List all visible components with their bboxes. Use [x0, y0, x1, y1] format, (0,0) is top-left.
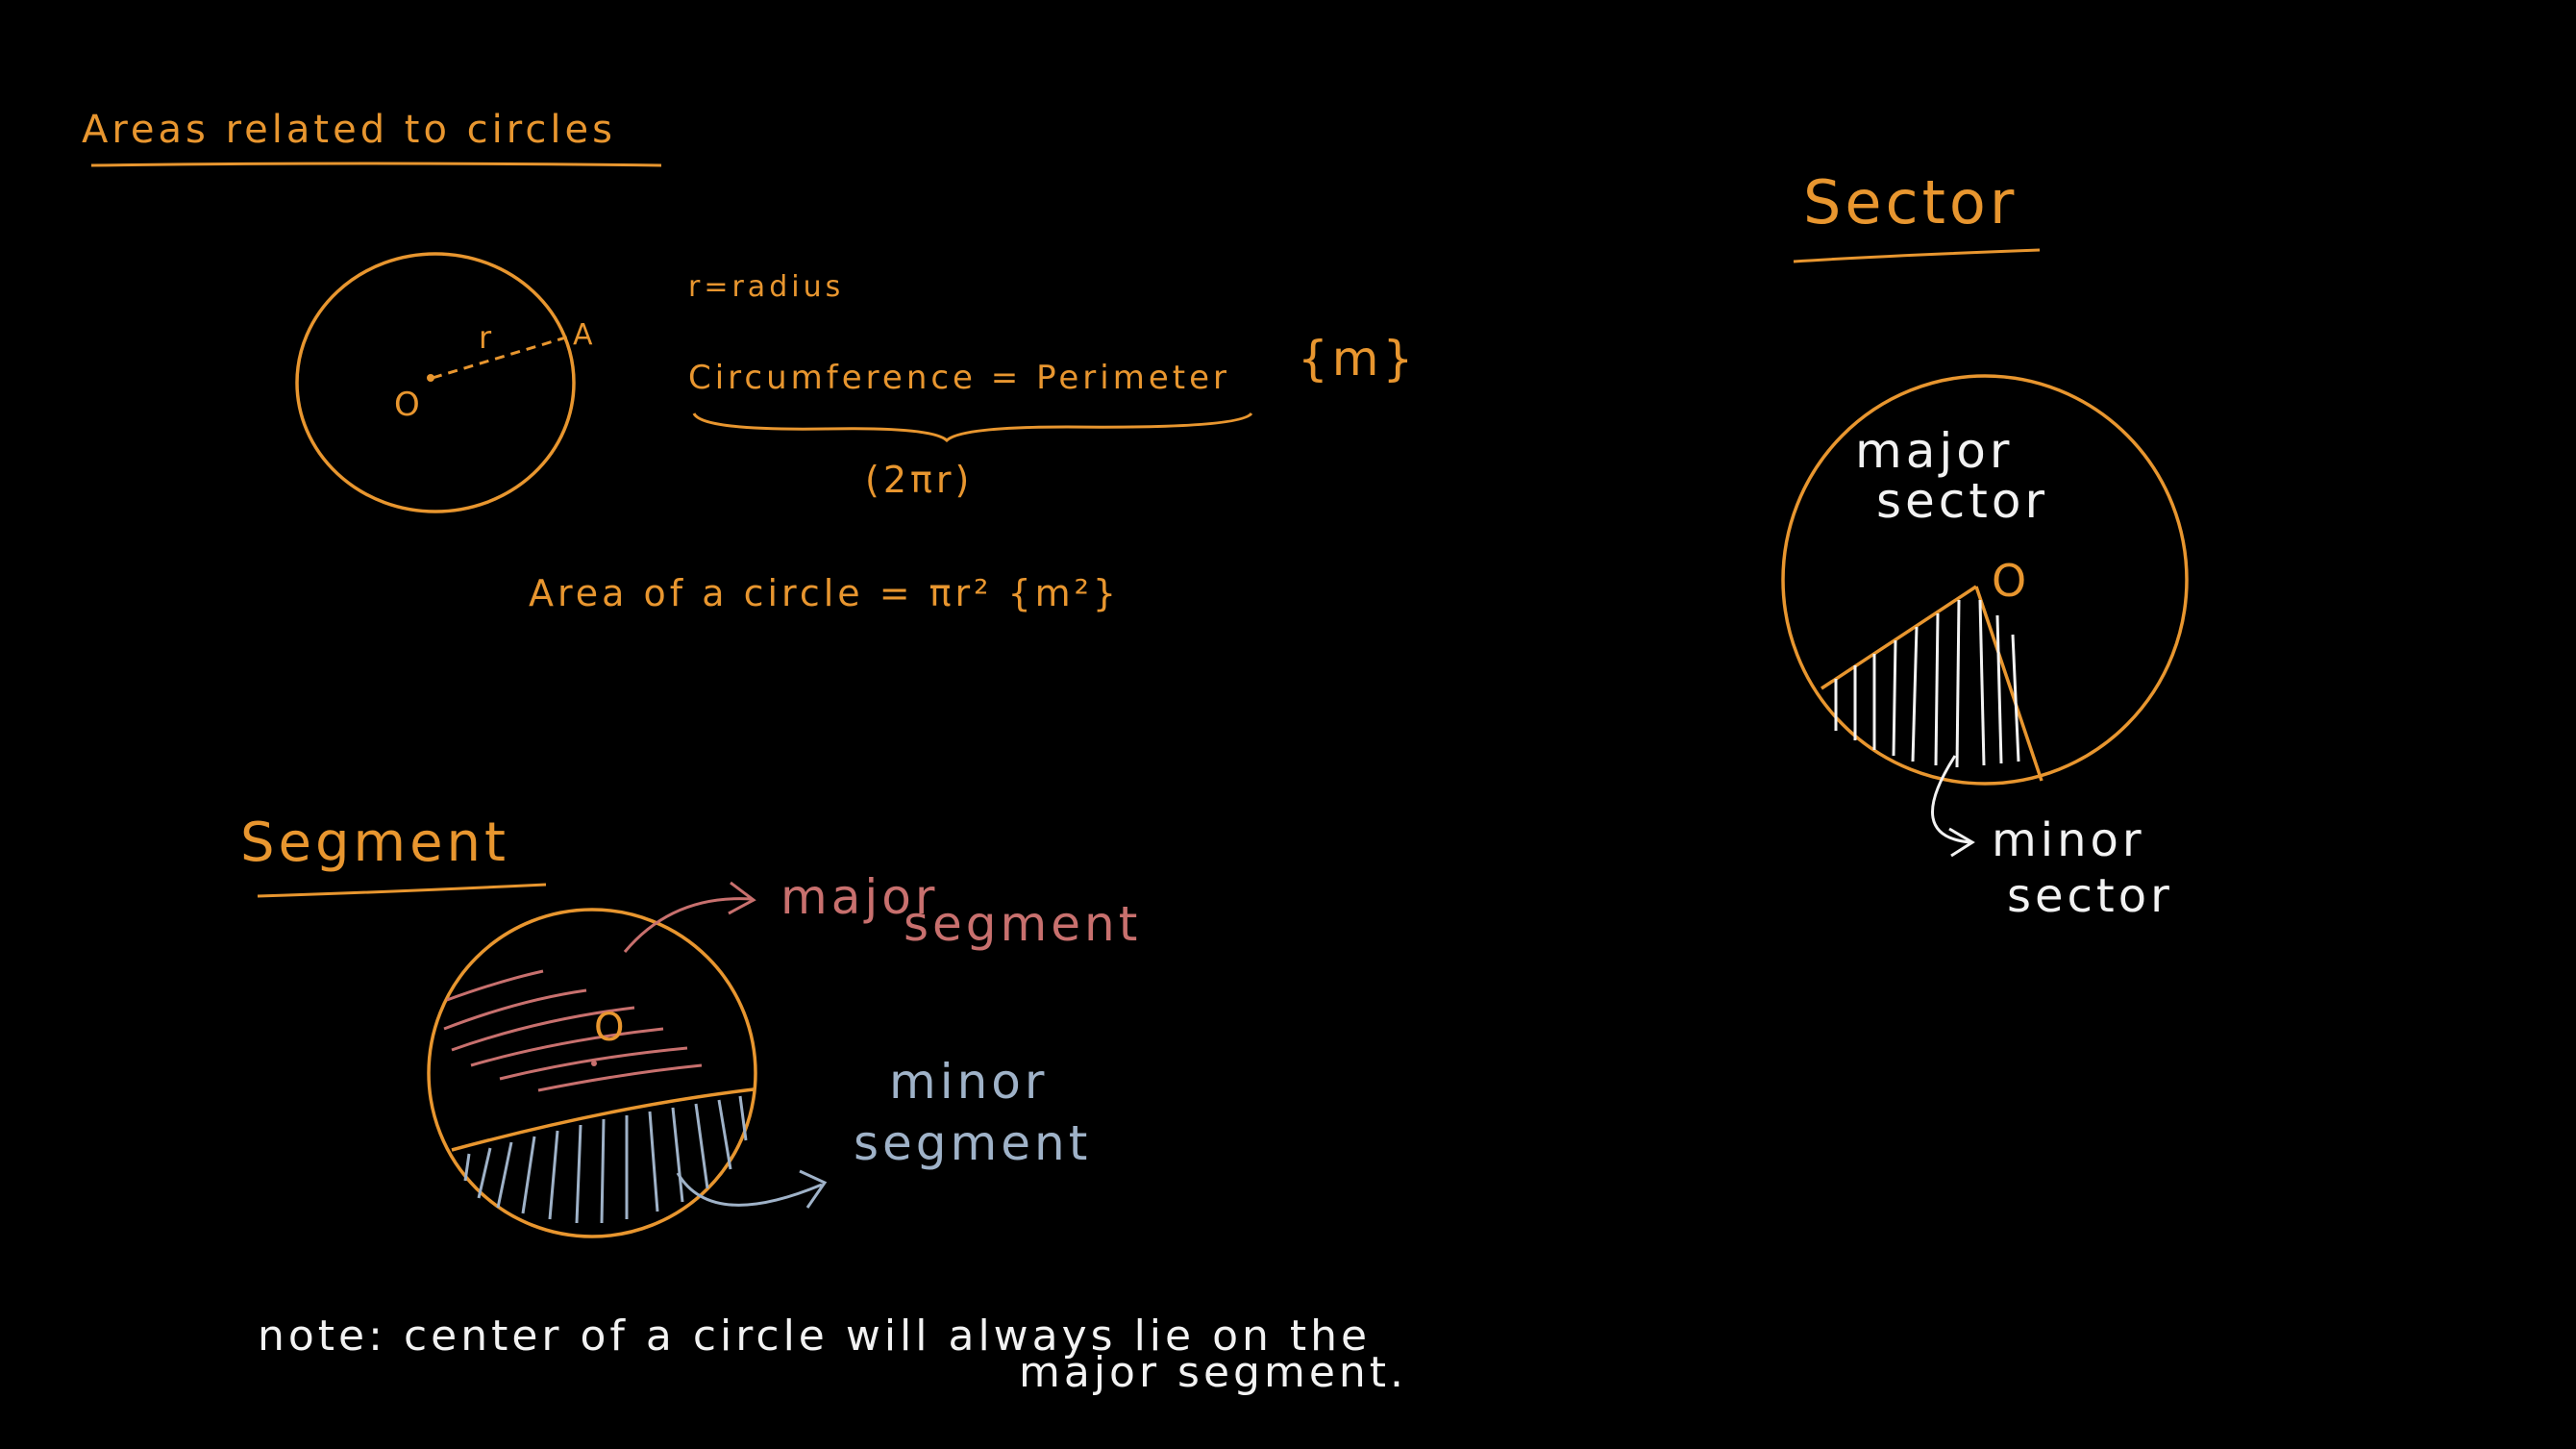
major-segment-label-2: segment	[904, 896, 1141, 952]
circumference-formula: (2πr)	[865, 459, 973, 501]
note-line-1: note: center of a circle will always lie…	[258, 1312, 1371, 1361]
sector-center-label: O	[1992, 555, 2030, 607]
sector-heading-underline	[1793, 248, 2041, 263]
radius-definition: r=radius	[688, 270, 844, 304]
circumference-text: Circumference = Perimeter	[688, 359, 1230, 397]
segment-chord	[451, 1087, 755, 1152]
sector-heading: Sector	[1803, 167, 2018, 237]
minor-segment-label-2: segment	[854, 1115, 1091, 1171]
page-title: Areas related to circles	[82, 108, 616, 152]
major-segment-hatching	[443, 969, 703, 1092]
major-sector-label-1: major	[1855, 423, 2013, 479]
circle-outline	[295, 252, 576, 513]
major-sector-label-2: sector	[1876, 473, 2048, 529]
minor-sector-label-2: sector	[2007, 869, 2173, 923]
sector-radius-right	[1974, 586, 2043, 782]
segment-heading-underline	[257, 883, 547, 898]
major-segment-label-1: major	[780, 869, 938, 925]
circle-center-label: O	[394, 386, 424, 424]
point-a-label: A	[573, 318, 597, 352]
sector-diagram: O major sector	[1781, 374, 2189, 786]
major-segment-arrow	[623, 881, 756, 953]
segment-center-label: O	[594, 1006, 628, 1050]
sector-circle	[1781, 374, 2189, 786]
minor-sector-arrow	[1931, 755, 1975, 858]
minor-sector-hatching	[1834, 599, 2020, 768]
circumference-brace	[692, 412, 1253, 443]
segment-center-dot	[591, 1061, 597, 1066]
radius-line	[432, 335, 570, 380]
minor-segment-arrow	[676, 1169, 828, 1209]
segment-circle	[427, 908, 757, 1238]
segment-heading: Segment	[240, 812, 509, 874]
radius-label: r	[479, 319, 495, 356]
area-formula: Area of a circle = πr² {m²}	[529, 572, 1120, 614]
circumference-unit: {m}	[1298, 331, 1417, 387]
segment-diagram: O	[427, 908, 757, 1238]
minor-sector-label-1: minor	[1992, 813, 2145, 867]
title-underline	[90, 162, 662, 167]
minor-segment-label-1: minor	[889, 1054, 1048, 1110]
minor-segment-hatching	[463, 1095, 748, 1224]
circle-diagram: O r A	[295, 252, 597, 513]
sector-radius-left	[1821, 585, 1977, 690]
center-dot	[427, 374, 434, 382]
note-line-2: major segment.	[1019, 1348, 1407, 1397]
